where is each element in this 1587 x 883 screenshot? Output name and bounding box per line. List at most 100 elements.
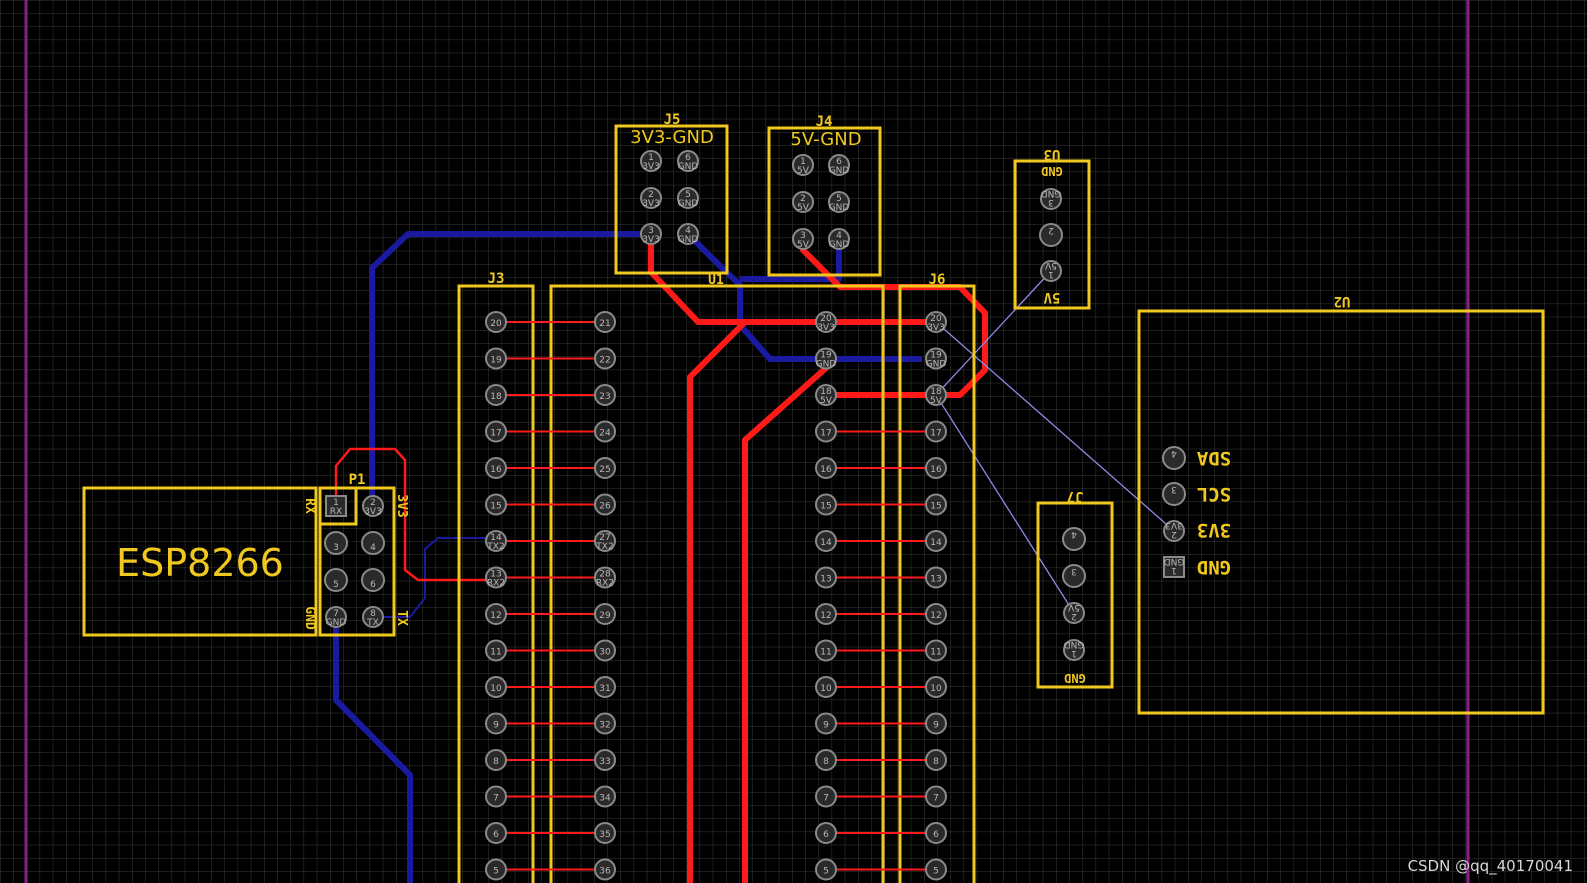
u1-left-pad-30[interactable]: 30 xyxy=(594,639,616,662)
j3-pad-12[interactable]: 12 xyxy=(485,603,507,625)
p1-pad-8[interactable]: 8TX xyxy=(362,606,384,628)
j6-pad-8[interactable]: 8 xyxy=(925,749,947,771)
u1-left-pad-31[interactable]: 31 xyxy=(594,676,616,698)
u1-left-pad-25[interactable]: 25 xyxy=(594,457,616,479)
j3-pad-19[interactable]: 19 xyxy=(485,347,507,370)
u1-right-pad-17[interactable]: 17 xyxy=(815,420,837,443)
u3-pad-1[interactable]: 15V xyxy=(1040,260,1062,282)
p1-pad-6[interactable]: 6 xyxy=(361,568,385,592)
j6-pad-13[interactable]: 13 xyxy=(925,566,947,589)
p1-pad-5[interactable]: 5 xyxy=(324,568,348,592)
u1-left-pad-36[interactable]: 36 xyxy=(594,858,616,881)
j4-pad-2[interactable]: 25V xyxy=(792,191,814,213)
u1-left-pad-33[interactable]: 33 xyxy=(594,749,616,771)
u1-left-pad-21[interactable]: 21 xyxy=(594,311,616,333)
j4-pad-3[interactable]: 35V xyxy=(792,228,814,250)
j6-pad-6[interactable]: 6 xyxy=(925,822,947,844)
trace-tx-bottom[interactable] xyxy=(373,537,490,618)
p1-pad-3[interactable]: 3 xyxy=(324,531,348,555)
u1-right-pad-14[interactable]: 14 xyxy=(815,530,837,552)
j6-pad-5[interactable]: 5 xyxy=(925,858,947,881)
j6-pad-7[interactable]: 7 xyxy=(925,785,947,808)
u3-pad-2[interactable]: 2 xyxy=(1039,223,1063,247)
j3-pad-11[interactable]: 11 xyxy=(485,639,507,662)
j3-pad-15[interactable]: 15 xyxy=(485,493,507,516)
u1-right-pad-12[interactable]: 12 xyxy=(815,603,837,625)
j6-pad-10[interactable]: 10 xyxy=(925,676,947,698)
j6-pad-15[interactable]: 15 xyxy=(925,493,947,516)
trace-3v3-vertical[interactable] xyxy=(687,319,748,883)
u1-right-pad-13[interactable]: 13 xyxy=(815,566,837,589)
u2-pad-3[interactable]: 3 xyxy=(1162,482,1186,506)
j3-pad-16[interactable]: 16 xyxy=(485,457,507,479)
u1-left-pad-32[interactable]: 32 xyxy=(594,712,616,735)
u1-right-pad-11[interactable]: 11 xyxy=(815,639,837,662)
j6-pad-17[interactable]: 17 xyxy=(925,420,947,443)
j3-pad-9[interactable]: 9 xyxy=(485,712,507,735)
p1-pad-1[interactable]: 1RX xyxy=(325,495,347,517)
j6-pad-11[interactable]: 11 xyxy=(925,639,947,662)
trace-3v3-bottom[interactable] xyxy=(369,231,651,498)
j6-pad-12[interactable]: 12 xyxy=(925,603,947,625)
j3-pad-18[interactable]: 18 xyxy=(485,384,507,406)
j3-pad-7[interactable]: 7 xyxy=(485,785,507,808)
u1-left-pad-24[interactable]: 24 xyxy=(594,420,616,443)
j3-pad-5[interactable]: 5 xyxy=(485,858,507,881)
j3-pad-6[interactable]: 6 xyxy=(485,822,507,844)
u1-right-pad-6[interactable]: 6 xyxy=(815,822,837,844)
u1-left-pad-26[interactable]: 26 xyxy=(594,493,616,516)
u1-right-pad-5[interactable]: 5 xyxy=(815,858,837,881)
trace-rx[interactable] xyxy=(334,447,490,582)
u1-left-pad-23[interactable]: 23 xyxy=(594,384,616,406)
j7-pad-4[interactable]: 4 xyxy=(1062,527,1086,551)
u1-right-pad-16[interactable]: 16 xyxy=(815,457,837,479)
u1-left-pad-29[interactable]: 29 xyxy=(594,603,616,625)
u1-left-pad-22[interactable]: 22 xyxy=(594,347,616,370)
j7-pad-2[interactable]: 25V xyxy=(1063,602,1085,624)
u2-pad-4[interactable]: 4 xyxy=(1162,446,1186,470)
u1-right-pad-7[interactable]: 7 xyxy=(815,785,837,808)
j4-pad-1[interactable]: 15V xyxy=(792,154,814,176)
j3-pad-10[interactable]: 10 xyxy=(485,676,507,698)
trace-gnd-esp[interactable] xyxy=(333,617,413,883)
trace-gnd-j5-u1[interactable] xyxy=(685,231,922,362)
u1-right-pad-9[interactable]: 9 xyxy=(815,712,837,735)
u1-left-pad-35[interactable]: 35 xyxy=(594,822,616,844)
j6-pad-16[interactable]: 16 xyxy=(925,457,947,479)
j3-pad-17[interactable]: 17 xyxy=(485,420,507,443)
j7-pad-3[interactable]: 3 xyxy=(1062,564,1086,588)
p1-pad-4[interactable]: 4 xyxy=(361,531,385,555)
j3-pad-20[interactable]: 20 xyxy=(485,311,507,333)
j6-pad-14[interactable]: 14 xyxy=(925,530,947,552)
j6-pad-9[interactable]: 9 xyxy=(925,712,947,735)
u1-left-pad-34[interactable]: 34 xyxy=(594,785,616,808)
j3-pad-8[interactable]: 8 xyxy=(485,749,507,771)
u1-right-pad-10[interactable]: 10 xyxy=(815,676,837,698)
u1-right-pad-15[interactable]: 15 xyxy=(815,493,837,516)
